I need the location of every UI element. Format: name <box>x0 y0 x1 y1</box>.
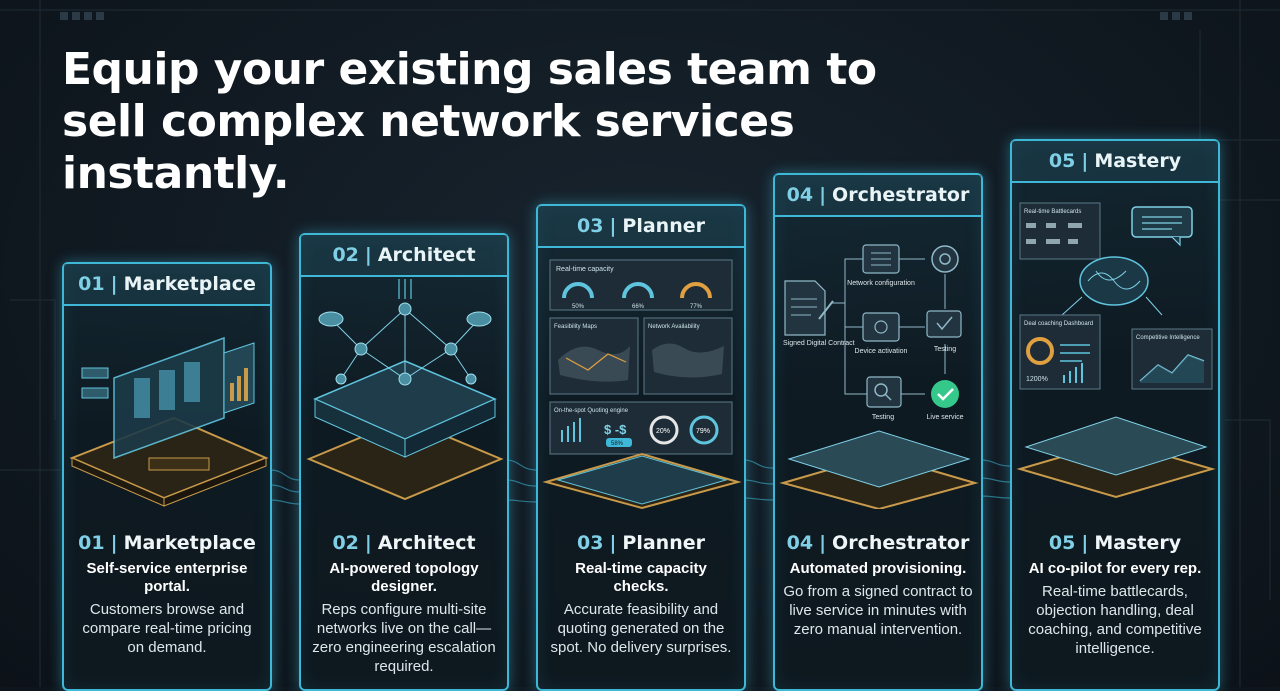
dial-a: 20% <box>656 428 670 435</box>
card-header: 02 | Architect <box>301 235 507 277</box>
separator: | <box>819 184 827 206</box>
card-description: Accurate feasibility and quoting generat… <box>550 601 732 656</box>
card-subtitle: Self-service enterprise portal. <box>86 560 248 595</box>
coaching-title: Deal coaching Dashboard <box>1024 321 1093 327</box>
separator: | <box>609 215 617 237</box>
card-header: 05 | Mastery <box>1012 141 1218 183</box>
separator: | <box>110 273 118 295</box>
card-subtitle: AI-powered topology designer. <box>329 560 479 595</box>
separator: | <box>609 532 617 554</box>
card-number: 05 <box>1048 150 1076 172</box>
contract-label: Signed Digital Contract <box>783 340 855 347</box>
card-name: Orchestrator <box>832 184 970 206</box>
card-name: Planner <box>622 532 705 554</box>
card-number: 03 <box>577 215 604 237</box>
card-description: Customers browse and compare real-time p… <box>82 601 252 656</box>
separator: | <box>364 532 372 554</box>
card-planner: 03 | Planner Real-time capacity 50% 66% … <box>536 204 746 691</box>
card-name: Mastery <box>1094 532 1182 554</box>
card-marketplace: 01 | Marketplace 01|Marketplace Self-ser… <box>62 262 272 691</box>
card-name: Marketplace <box>123 273 256 295</box>
device-label: Device activation <box>855 348 908 355</box>
card-number: 02 <box>332 244 359 266</box>
card-number: 03 <box>577 532 604 554</box>
card-name: Marketplace <box>123 532 256 554</box>
card-description: Go from a signed contract to live servic… <box>783 583 973 638</box>
orchestrator-illustration: Signed Digital Contract Network configur… <box>779 244 979 509</box>
live-label: Live service <box>927 414 964 421</box>
card-name: Planner <box>622 215 705 237</box>
card-name: Architect <box>377 532 476 554</box>
card-body: 03|Planner Real-time capacity checks. Ac… <box>538 532 744 657</box>
card-title: 01|Marketplace <box>72 532 262 554</box>
separator: | <box>110 532 118 554</box>
card-number: 01 <box>78 532 105 554</box>
card-description: Reps configure multi-site networks live … <box>312 601 496 675</box>
battlecards-title: Real-time Battlecards <box>1024 209 1081 215</box>
price-badge: 58% <box>611 441 624 447</box>
card-name: Architect <box>377 244 476 266</box>
card-subtitle: Real-time capacity checks. <box>575 560 707 595</box>
network-config-label: Network configuration <box>847 280 915 287</box>
search-icon <box>874 383 888 397</box>
card-name: Mastery <box>1094 150 1182 172</box>
network-panel: Network Availability <box>643 317 733 395</box>
contract-doc: Signed Digital Contract <box>783 280 855 347</box>
gauge-label: 77% <box>690 304 703 310</box>
card-name: Orchestrator <box>832 532 970 554</box>
network-title: Network Availability <box>648 324 700 330</box>
card-number: 05 <box>1048 532 1076 554</box>
card-title: 05|Mastery <box>1020 532 1210 554</box>
chat-icon <box>1131 206 1193 238</box>
testing-label: Testing <box>934 346 956 353</box>
card-number: 02 <box>332 532 359 554</box>
capacity-panel: Real-time capacity 50% 66% 77% <box>549 259 733 311</box>
quoting-title: On-the-spot Quoting engine <box>554 408 629 414</box>
card-orchestrator: 04 | Orchestrator Signed Digital Contrac… <box>773 173 983 691</box>
feasibility-title: Feasibility Maps <box>554 324 597 330</box>
coaching-value: 1200% <box>1026 376 1048 383</box>
card-body: 02|Architect AI-powered topology designe… <box>301 532 507 676</box>
card-number: 04 <box>786 532 814 554</box>
card-architect: 02 | Architect 02|Architect AI-powered t… <box>299 233 509 691</box>
card-body: 01|Marketplace Self-service enterprise p… <box>64 532 270 657</box>
marketplace-illustration <box>69 336 269 507</box>
card-description: Real-time battlecards, objection handlin… <box>1028 583 1202 657</box>
competitive-title: Competitive Intelligence <box>1136 335 1200 341</box>
card-number: 04 <box>786 184 814 206</box>
testing-label: Testing <box>872 414 894 421</box>
feasibility-panel: Feasibility Maps <box>549 317 639 395</box>
quoting-panel: On-the-spot Quoting engine $ -$ 58% 20% … <box>549 401 733 455</box>
separator: | <box>1081 532 1089 554</box>
card-header: 01 | Marketplace <box>64 264 270 306</box>
card-header: 03 | Planner <box>538 206 744 248</box>
check-icon <box>931 380 959 408</box>
card-header: 04 | Orchestrator <box>775 175 981 217</box>
separator: | <box>819 532 827 554</box>
separator: | <box>1081 150 1089 172</box>
architect-illustration <box>306 279 504 501</box>
monitor-icon <box>926 310 962 338</box>
planner-illustration: Real-time capacity 50% 66% 77% Feasibili… <box>542 259 742 510</box>
capacity-title: Real-time capacity <box>556 266 614 273</box>
card-subtitle: AI co-pilot for every rep. <box>1028 560 1202 577</box>
gauge-label: 66% <box>632 304 645 310</box>
card-mastery: 05 | Mastery Real-time Battlecards Deal … <box>1010 139 1220 691</box>
card-subtitle: Automated provisioning. <box>789 560 967 577</box>
card-title: 04|Orchestrator <box>783 532 973 554</box>
card-title: 03|Planner <box>546 532 736 554</box>
gauge-label: 50% <box>572 304 585 310</box>
page-headline: Equip your existing sales team to sell c… <box>62 44 877 199</box>
mastery-illustration: Real-time Battlecards Deal coaching Dash… <box>1016 202 1216 499</box>
separator: | <box>364 244 372 266</box>
card-body: 05|Mastery AI co-pilot for every rep. Re… <box>1012 532 1218 658</box>
card-number: 01 <box>78 273 105 295</box>
card-body: 04|Orchestrator Automated provisioning. … <box>775 532 981 639</box>
dial-b: 79% <box>696 428 710 435</box>
gear-icon <box>931 245 959 273</box>
card-title: 02|Architect <box>309 532 499 554</box>
price-symbol: $ -$ <box>604 422 627 437</box>
